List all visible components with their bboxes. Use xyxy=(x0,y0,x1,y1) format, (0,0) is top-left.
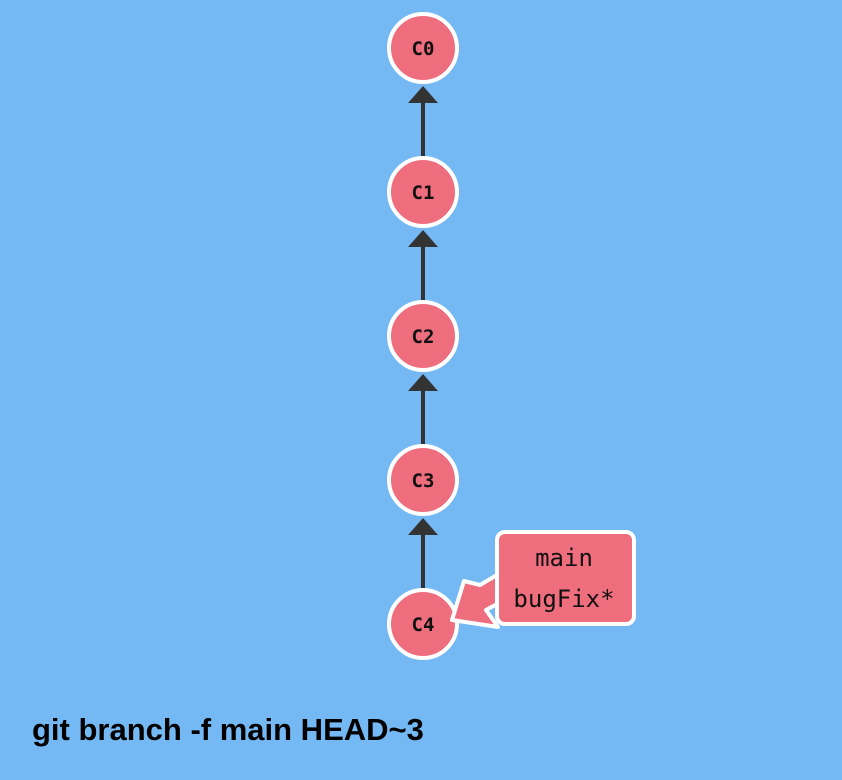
commit-label: C2 xyxy=(412,326,435,348)
edges-layer xyxy=(408,86,438,590)
git-command-caption: git branch -f main HEAD~3 xyxy=(32,712,424,747)
commit-label: C4 xyxy=(412,614,435,636)
commit-node xyxy=(387,12,459,84)
edge-arrowhead-C2 xyxy=(408,230,438,247)
branch-box xyxy=(495,530,636,626)
commit-label: C1 xyxy=(412,182,435,204)
branch-label[interactable]: main bugFix* xyxy=(450,530,636,629)
commit-label: C0 xyxy=(412,38,435,60)
edge-arrowhead-C3 xyxy=(408,374,438,391)
commit-c1[interactable]: C1 xyxy=(387,156,459,228)
commit-c2[interactable]: C2 xyxy=(387,300,459,372)
branch-pointer-arrow xyxy=(450,573,501,629)
commit-c3[interactable]: C3 xyxy=(387,444,459,516)
branch-name-bugfix: bugFix* xyxy=(513,585,614,613)
edge-arrowhead-C4 xyxy=(408,518,438,535)
commit-node xyxy=(387,300,459,372)
branch-name-main: main xyxy=(535,544,593,572)
commit-node xyxy=(387,156,459,228)
commit-c0[interactable]: C0 xyxy=(387,12,459,84)
edge-arrowhead-C1 xyxy=(408,86,438,103)
commit-c4[interactable]: C4 xyxy=(387,588,459,660)
commit-node xyxy=(387,444,459,516)
commit-node xyxy=(387,588,459,660)
commit-label: C3 xyxy=(412,470,435,492)
